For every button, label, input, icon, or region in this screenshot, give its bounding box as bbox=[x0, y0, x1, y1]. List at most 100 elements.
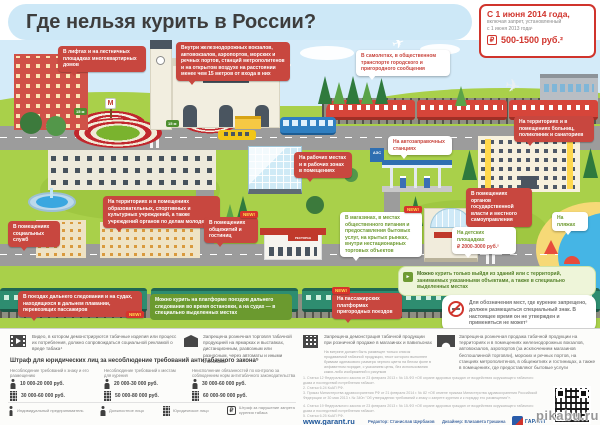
school-building bbox=[48, 150, 216, 190]
airport-terminal bbox=[540, 74, 598, 104]
video-icon bbox=[10, 335, 26, 347]
garant-logo-text: ГАРАНТ bbox=[525, 418, 547, 425]
rule-station-sales: Запрещена розничная продажа табачной про… bbox=[459, 334, 596, 370]
cloud bbox=[300, 46, 354, 60]
fine-amount: 500-1500 руб.² bbox=[501, 35, 563, 45]
legend-label: Индивидуальный предприниматель bbox=[17, 407, 84, 413]
allowed-note-exit: ► Можно курить только выйдя из зданий ил… bbox=[398, 266, 596, 296]
fine-row: 20 000-30 000 руб. bbox=[104, 379, 158, 389]
law-effective-box: С 1 июня 2014 года, включая запрет, уста… bbox=[479, 4, 596, 58]
callout-social-services: В помещениях социальных служб bbox=[8, 221, 60, 250]
fines-col-header: Неисполнение обязанностей по контролю за… bbox=[192, 368, 296, 379]
footnote: 3. Приказ Министерства здравоохранения Р… bbox=[303, 391, 538, 401]
person-icon bbox=[192, 379, 198, 389]
clock-icon bbox=[156, 56, 165, 65]
legend-label: Штраф за нарушение запрета курения табак… bbox=[239, 405, 295, 415]
gas-station-sign: АЗС bbox=[370, 148, 384, 162]
page-title: Где нельзя курить в России? bbox=[26, 10, 317, 33]
metro-sign: М bbox=[105, 98, 116, 109]
fines-col-header: Несоблюдение требований к местам для кур… bbox=[104, 368, 176, 379]
bus-stop bbox=[235, 116, 261, 129]
fine-row: 60 000-90 000 руб. bbox=[192, 391, 247, 401]
playground-slide bbox=[544, 240, 558, 254]
callout-government: В помещениях органов государственной вла… bbox=[466, 188, 532, 230]
fine-value: 10 000-20 000 руб. bbox=[20, 381, 64, 387]
callout-workplaces: На рабочих местах и в рабочих зонах в по… bbox=[294, 152, 352, 181]
fine-value: 30 000-60 000 руб. bbox=[202, 381, 246, 387]
designer-credit: Дизайнер: Елизавета Гришина bbox=[442, 419, 506, 424]
callout-playgrounds: На детских площадках ₽ 2000-3000 руб.² bbox=[452, 227, 516, 257]
law-note: включая запрет, установленный bbox=[487, 19, 562, 25]
person-icon bbox=[100, 406, 106, 416]
callout-lifts: В лифтах и на лестничных площадках много… bbox=[58, 46, 146, 75]
fountain-spray bbox=[50, 188, 53, 198]
government-banner bbox=[434, 232, 468, 238]
fine-value: 50 000-80 000 руб. bbox=[115, 393, 159, 399]
footnote: 5. Статья 6.25 КоАП РФ. bbox=[303, 414, 344, 418]
exit-icon: ► bbox=[403, 272, 413, 282]
qr-code bbox=[553, 386, 591, 424]
cloud bbox=[420, 44, 460, 55]
no-smoking-icon bbox=[448, 301, 464, 317]
distance-tag: 15 м bbox=[166, 120, 179, 127]
playgrounds-fine: ₽ 2000-3000 руб.² bbox=[457, 244, 499, 250]
watermark: pikabu.ru bbox=[535, 408, 599, 423]
new-badge: NEW! bbox=[404, 206, 422, 213]
new-badge: NEW! bbox=[240, 211, 258, 218]
footnote: 1. Статья 12 Федерального закона от 23 ф… bbox=[303, 376, 534, 386]
fine-value: 20 000-30 000 руб. bbox=[114, 381, 158, 387]
office-building bbox=[248, 146, 302, 194]
gas-station-post bbox=[438, 168, 441, 188]
callout-shops: В магазинах, в местах общественного пита… bbox=[340, 212, 422, 261]
callout-beaches: На пляжах bbox=[552, 212, 588, 235]
callout-stations: Внутри железнодорожных вокзалов, автовок… bbox=[176, 42, 290, 84]
person-icon bbox=[104, 379, 110, 389]
hospital-building bbox=[478, 136, 580, 192]
gas-station-post bbox=[414, 168, 417, 188]
ruble-icon: ₽ bbox=[487, 35, 497, 45]
metro-sign-pole bbox=[110, 108, 112, 118]
garant-site-link[interactable]: www.garant.ru bbox=[303, 417, 355, 425]
law-date: С 1 июня 2014 года, bbox=[487, 9, 570, 19]
rule-video: Видео, в котором демонстрируются табачны… bbox=[32, 334, 177, 352]
fine-value: 30 000-60 000 руб. bbox=[21, 393, 65, 399]
kiosk-icon bbox=[184, 335, 198, 347]
government-dome bbox=[430, 208, 472, 228]
rule-fairs: Запрещена розничная торговля табачной пр… bbox=[203, 334, 292, 364]
fine-row: 10 000-20 000 руб. bbox=[10, 379, 64, 389]
person-thin-icon bbox=[8, 406, 14, 416]
legend-label: Юридическое лицо bbox=[173, 407, 209, 413]
building-icon bbox=[10, 391, 17, 401]
callout-playgrounds-text: На детских площадках bbox=[457, 230, 485, 243]
callout-platforms: На пассажирских платформах пригородных п… bbox=[332, 293, 402, 322]
fine-value: 60 000-90 000 руб. bbox=[203, 393, 247, 399]
beach-umbrella-icon bbox=[564, 256, 580, 264]
gas-station bbox=[382, 160, 452, 168]
road-markings bbox=[0, 137, 600, 138]
legend-item: Должностное лицо bbox=[100, 406, 158, 416]
restaurant-sign: РЕСТОРАН bbox=[288, 235, 318, 241]
rule-display-sub: На витрине должен быть размещен только с… bbox=[324, 350, 432, 374]
tree-icon bbox=[46, 116, 66, 136]
building-icon bbox=[104, 391, 111, 401]
callout-fuel-stations: На автозаправочных станциях bbox=[388, 136, 452, 159]
allowed-note-platform: Можно курить на платформе поездов дальне… bbox=[150, 294, 292, 320]
tree-icon bbox=[306, 196, 324, 214]
station-icon bbox=[437, 335, 455, 347]
person-icon bbox=[10, 379, 16, 389]
callout-education: На территориях и в помещениях образовате… bbox=[103, 196, 220, 232]
footnote: 4. Статья 19 Федерального закона от 23 ф… bbox=[303, 404, 534, 414]
building-icon bbox=[192, 391, 199, 401]
new-badge: NEW! bbox=[126, 311, 144, 318]
callout-hostels: В помещениях общежитий и гостиниц bbox=[204, 217, 258, 246]
stadium bbox=[74, 118, 162, 148]
tree-icon bbox=[20, 112, 42, 134]
sign-note-text: Для обозначения мест, где курение запрещ… bbox=[469, 300, 587, 327]
showcase-icon bbox=[303, 335, 318, 348]
allowed-bold: Можно bbox=[417, 271, 434, 277]
garant-logo: ГАРАНТ bbox=[512, 416, 546, 425]
fines-col-header: Несоблюдение требований к знаку и его ра… bbox=[10, 368, 89, 379]
divider bbox=[8, 402, 296, 403]
gas-station-pad bbox=[382, 186, 452, 192]
